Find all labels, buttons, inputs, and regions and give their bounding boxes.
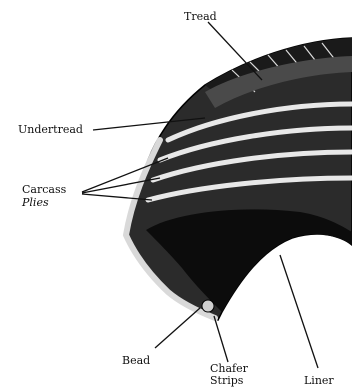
chafer-leader — [214, 316, 228, 362]
plies-label: Plies — [21, 196, 49, 209]
carcass-label: Carcass — [22, 183, 67, 196]
strips-label: Strips — [210, 374, 244, 387]
bead-shape — [202, 300, 214, 312]
undertread-label: Undertread — [18, 123, 83, 136]
liner-leader — [280, 255, 318, 368]
tread-label: Tread — [184, 10, 217, 23]
bead-leader — [155, 308, 200, 348]
liner-label: Liner — [304, 374, 334, 387]
bead-label: Bead — [122, 354, 150, 367]
